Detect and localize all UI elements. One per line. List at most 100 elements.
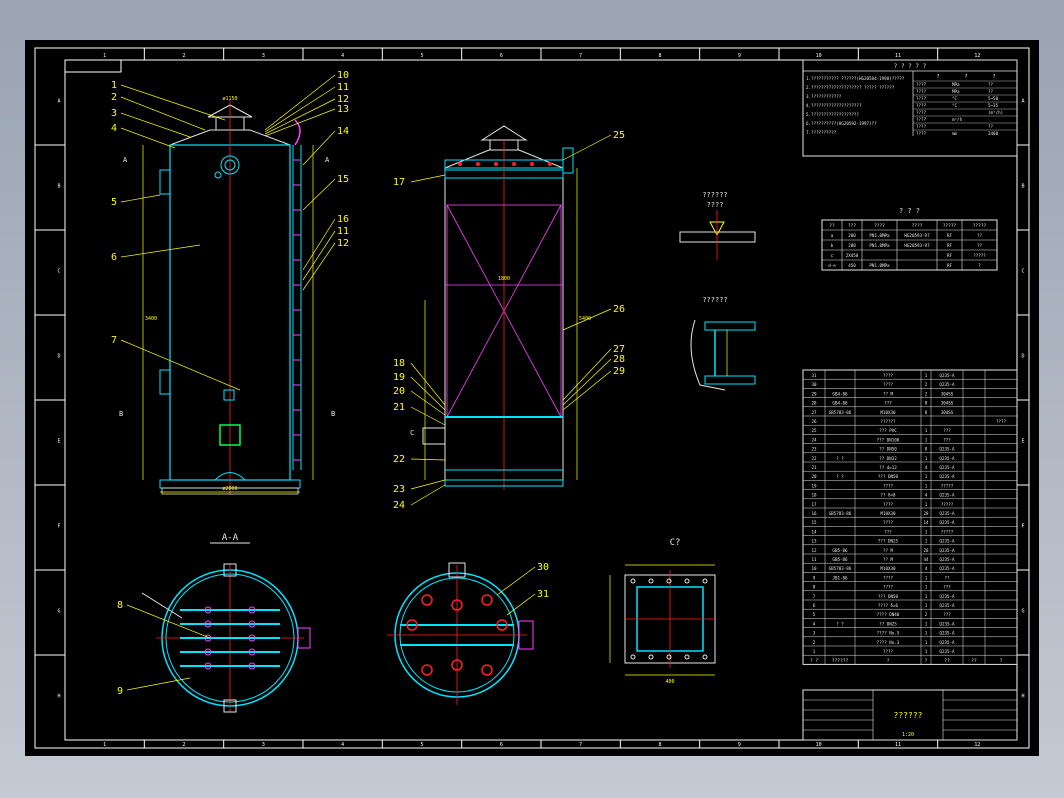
part-number: 11 [337,82,349,93]
leader-line [120,84,226,121]
part-number: 12 [337,238,349,249]
bom-cell: 1 [925,428,928,433]
leader-line [120,96,206,131]
bolt-hole [214,171,222,179]
detail-title: ?????? [702,296,727,304]
grid-row-label: D [1021,354,1024,360]
note-line: 1.??????????? ??????(HG20584-1998)????? [806,76,905,81]
bom-cell: 304SS [941,401,954,406]
tech-cell: MPa [952,82,960,87]
nozzle-cell: RF [947,253,953,258]
bom-cell: ?? M [883,557,894,562]
bom-cell: 4 [925,493,928,498]
part-number: 4 [111,123,117,134]
nozzle-cell: RF [947,263,953,268]
bom-cell: ???? DN40 [877,612,900,617]
bom-cell: 29 [811,391,817,396]
part-number: 10 [337,70,349,81]
drawing-tables: ? ? ? ? ? 1.??????????? ??????(HG20584-19… [802,59,1018,741]
bom-cell: GB5-86 [832,557,848,562]
pipe-bend [294,119,301,146]
tech-header: ? [936,74,939,80]
part-number: 19 [393,372,405,383]
bom-cell: Q235-A [939,640,955,645]
drain-hole [496,619,508,631]
spray-nozzle [512,162,516,166]
note-line: 7.?????????? [806,130,837,135]
tech-cell: 5~35 [988,103,999,108]
bom-cell: ??? [943,612,951,617]
bom-cell: 1 [925,373,928,378]
grid-row-label: E [1021,439,1024,445]
part-number: 9 [117,686,123,697]
bolt [648,578,654,584]
bom-cell: Q235-A [939,621,955,626]
bom-cell: 18 [811,493,817,498]
bom-cell: 15 [811,520,817,525]
nozzle [248,620,256,628]
bom-cell: 24 [811,437,817,442]
bom-cell: 17 [811,502,817,507]
part-number: 29 [613,366,625,377]
bom-header: ?? [971,658,977,664]
part-number: 14 [337,126,349,137]
grid-col-label: 1 [103,742,106,748]
bom-cell: ?? δ=8 [880,493,896,498]
bom-cell: 1 [925,539,928,544]
grid-col-label: 4 [341,53,344,59]
bom-cell: Q235-A [939,373,955,378]
bom-cell: ???? [883,520,894,525]
drain-hole [481,664,493,676]
bom-cell: 31 [811,373,817,378]
bom-cell: 2 [925,391,928,396]
inlet-nozzle [562,147,574,174]
drawing-title: ?????? [894,711,923,720]
detail-title: ???? [707,201,724,209]
manway [448,562,466,578]
bom-cell: 2 [925,612,928,617]
nozzle-cell: PN1.0MPa [869,263,890,268]
bom-cell: 23 [811,447,817,452]
leader-line [562,348,612,401]
dim-text: 3400 [145,316,157,322]
bom-cell: ???? No.3 [877,640,900,645]
bom-table: 3130292827262524232221201918171615141312… [802,369,1018,665]
bom-cell: 2 [813,640,816,645]
bom-cell: M10X30 [880,566,896,571]
leader-line [120,339,241,391]
bom-cell: Q235-A [939,649,955,654]
tech-cell: ?? [988,89,994,94]
nozzle-cell: 200 [848,233,856,238]
note-line: 4.???????????????????? [806,103,862,108]
bom-cell: GB5783-86 [829,410,852,415]
notes-table: ? ? ? ? ? 1.??????????? ??????(HG20584-19… [802,59,1018,157]
bom-header: ? [925,658,928,664]
grid-col-label: 10 [816,53,822,59]
note-line: 5.??????????????????? [806,112,859,117]
tech-cell: 3400 [988,131,999,136]
section-title: A-A [222,533,239,543]
bom-header: ? [1000,658,1003,664]
grid-row-label: C [1021,269,1024,275]
notes-header: ? ? ? ? ? [894,63,927,70]
bom-cell: JB1-86 [832,575,848,580]
outlet-c [422,427,446,445]
bom-cell: 304SS [941,410,954,415]
bom-cell: Q235-A [939,456,955,461]
grid-col-label: 1 [103,53,106,59]
bom-header: ? [887,658,890,664]
title-box [802,689,1018,741]
nozzle-cell: 200 [848,243,856,248]
bom-cell: 1 [925,502,928,507]
part-number: 7 [111,335,117,346]
bom-cell: 1 [925,456,928,461]
side-nozzle [297,627,311,649]
bom-cell: 10 [811,566,817,571]
part-number: 8 [117,600,123,611]
bom-cell: Q235-A [939,603,955,608]
tech-cell: ???? [916,89,927,94]
bom-cell: Q235-A [939,465,955,470]
leader-line [410,479,446,490]
